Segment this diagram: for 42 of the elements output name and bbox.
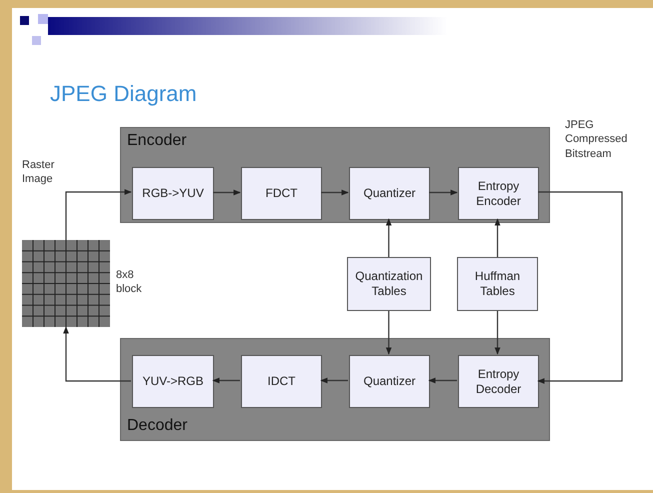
stage-panel <box>120 338 550 441</box>
process-box <box>132 167 214 220</box>
arrow <box>386 218 392 257</box>
arrow <box>386 311 392 355</box>
title: JPEG Diagram <box>50 80 197 108</box>
arrow <box>429 190 458 196</box>
arrow <box>212 378 240 384</box>
process-box <box>457 257 538 311</box>
arrow <box>494 311 500 355</box>
box-label: Quantization Tables <box>354 269 424 299</box>
arrow <box>428 378 457 384</box>
process-box <box>241 167 322 220</box>
panel-title: Decoder <box>127 417 188 435</box>
arrow <box>65 189 132 240</box>
process-box <box>347 257 431 311</box>
annotation: JPEG Compressed Bitstream <box>565 118 628 161</box>
arrow <box>63 326 131 382</box>
process-box <box>458 167 539 220</box>
arrow <box>213 190 241 196</box>
process-box <box>349 167 430 220</box>
box-label: Quantizer <box>363 186 416 201</box>
process-box <box>458 355 539 408</box>
box-label: Quantizer <box>363 374 416 389</box>
arrow <box>320 378 348 384</box>
box-label: Entropy Decoder <box>474 366 522 396</box>
box-label: FDCT <box>266 186 298 201</box>
stage-panel <box>120 127 550 223</box>
process-box <box>349 355 430 408</box>
box-label: Huffman Tables <box>474 269 522 299</box>
box-label: RGB->YUV <box>142 186 204 201</box>
panel-title: Encoder <box>127 132 187 150</box>
box-label: IDCT <box>268 374 296 389</box>
arrow <box>321 190 349 196</box>
process-box <box>241 355 322 408</box>
pixel-grid-drawing <box>22 240 110 327</box>
box-label: YUV->RGB <box>142 374 204 389</box>
box-label: Entropy Encoder <box>475 178 522 208</box>
annotation: Raster Image <box>22 158 56 187</box>
node-label: 8x8 block <box>116 268 143 297</box>
arrow <box>537 191 623 384</box>
arrow <box>494 218 500 257</box>
process-box <box>132 355 214 408</box>
